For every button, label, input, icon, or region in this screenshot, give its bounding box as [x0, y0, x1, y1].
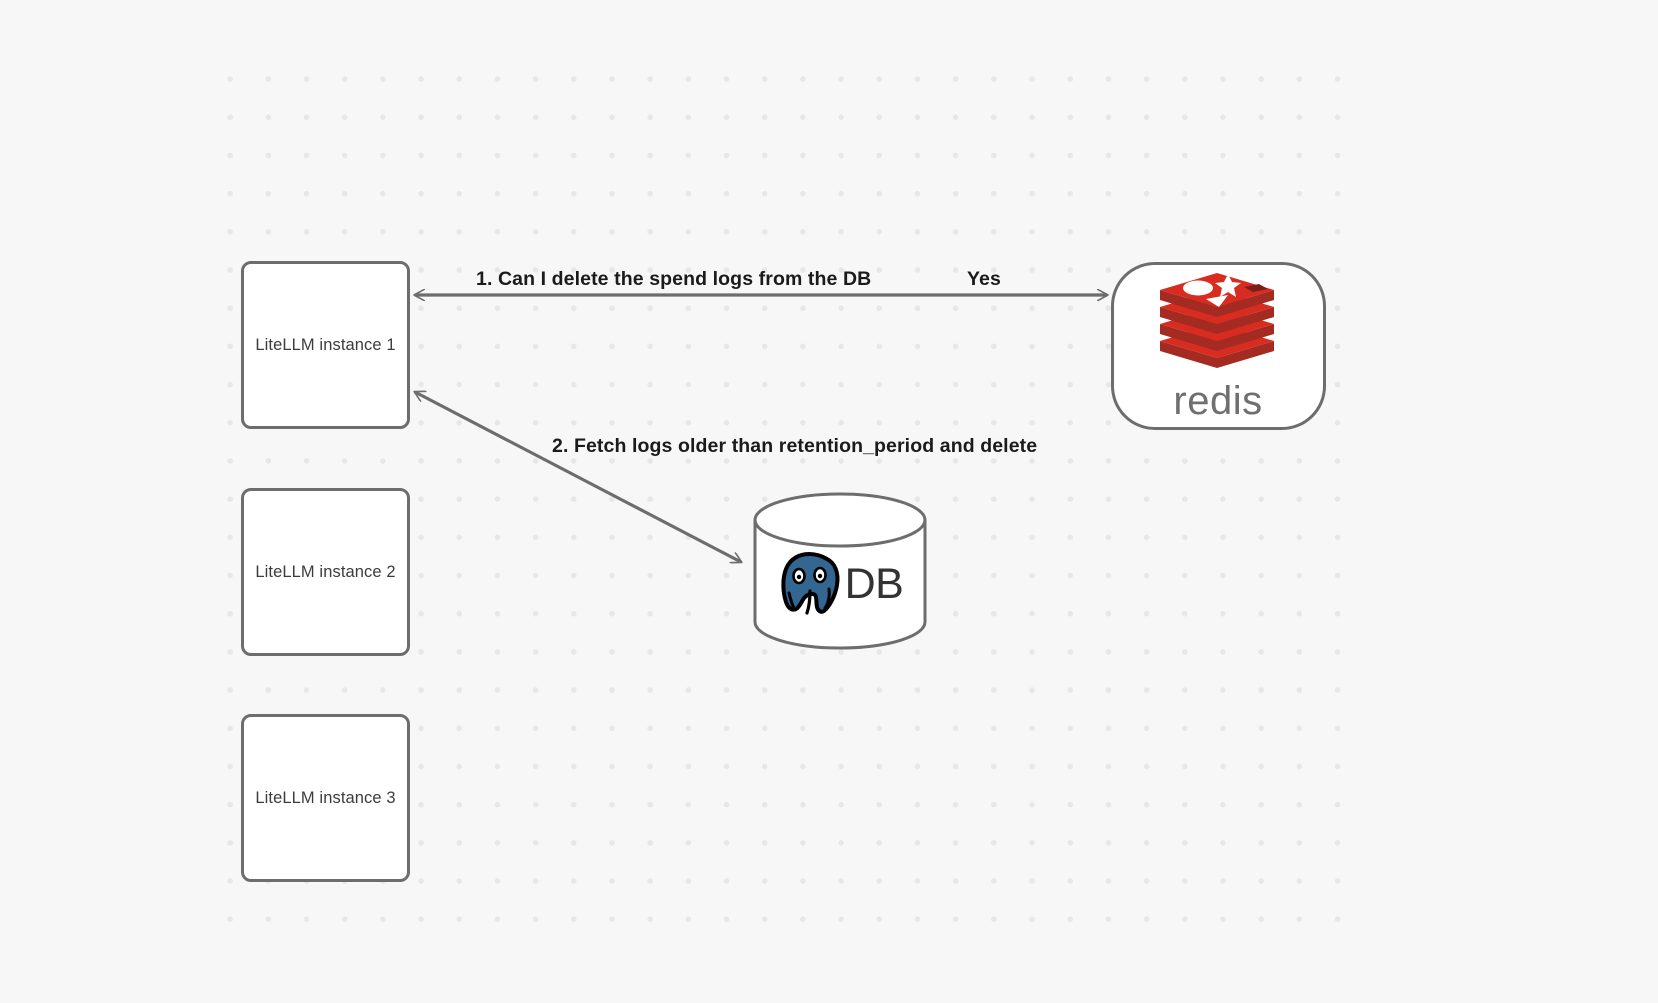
edge-litellm1-db [415, 392, 741, 562]
redis-wordmark: redis [1173, 381, 1262, 423]
edge-label-1-reply: Yes [967, 268, 1001, 290]
node-label: LiteLLM instance 2 [255, 562, 396, 581]
cylinder-shape-icon [753, 492, 927, 650]
node-redis[interactable]: redis [1111, 262, 1326, 430]
node-litellm-instance-2[interactable]: LiteLLM instance 2 [241, 488, 410, 656]
db-label: DB [844, 559, 904, 608]
svg-text:redis: redis [1173, 381, 1262, 423]
edge-label-2: 2. Fetch logs older than retention_perio… [552, 435, 1038, 457]
node-label: LiteLLM instance 3 [255, 788, 396, 807]
node-label: LiteLLM instance 1 [255, 335, 396, 354]
node-litellm-instance-3[interactable]: LiteLLM instance 3 [241, 714, 410, 882]
redis-logo-icon [1159, 273, 1274, 368]
node-database[interactable]: DB [752, 492, 928, 650]
edge-label-1: 1. Can I delete the spend logs from the … [476, 268, 872, 290]
node-litellm-instance-1[interactable]: LiteLLM instance 1 [241, 261, 410, 429]
postgresql-elephant-icon [781, 552, 840, 615]
